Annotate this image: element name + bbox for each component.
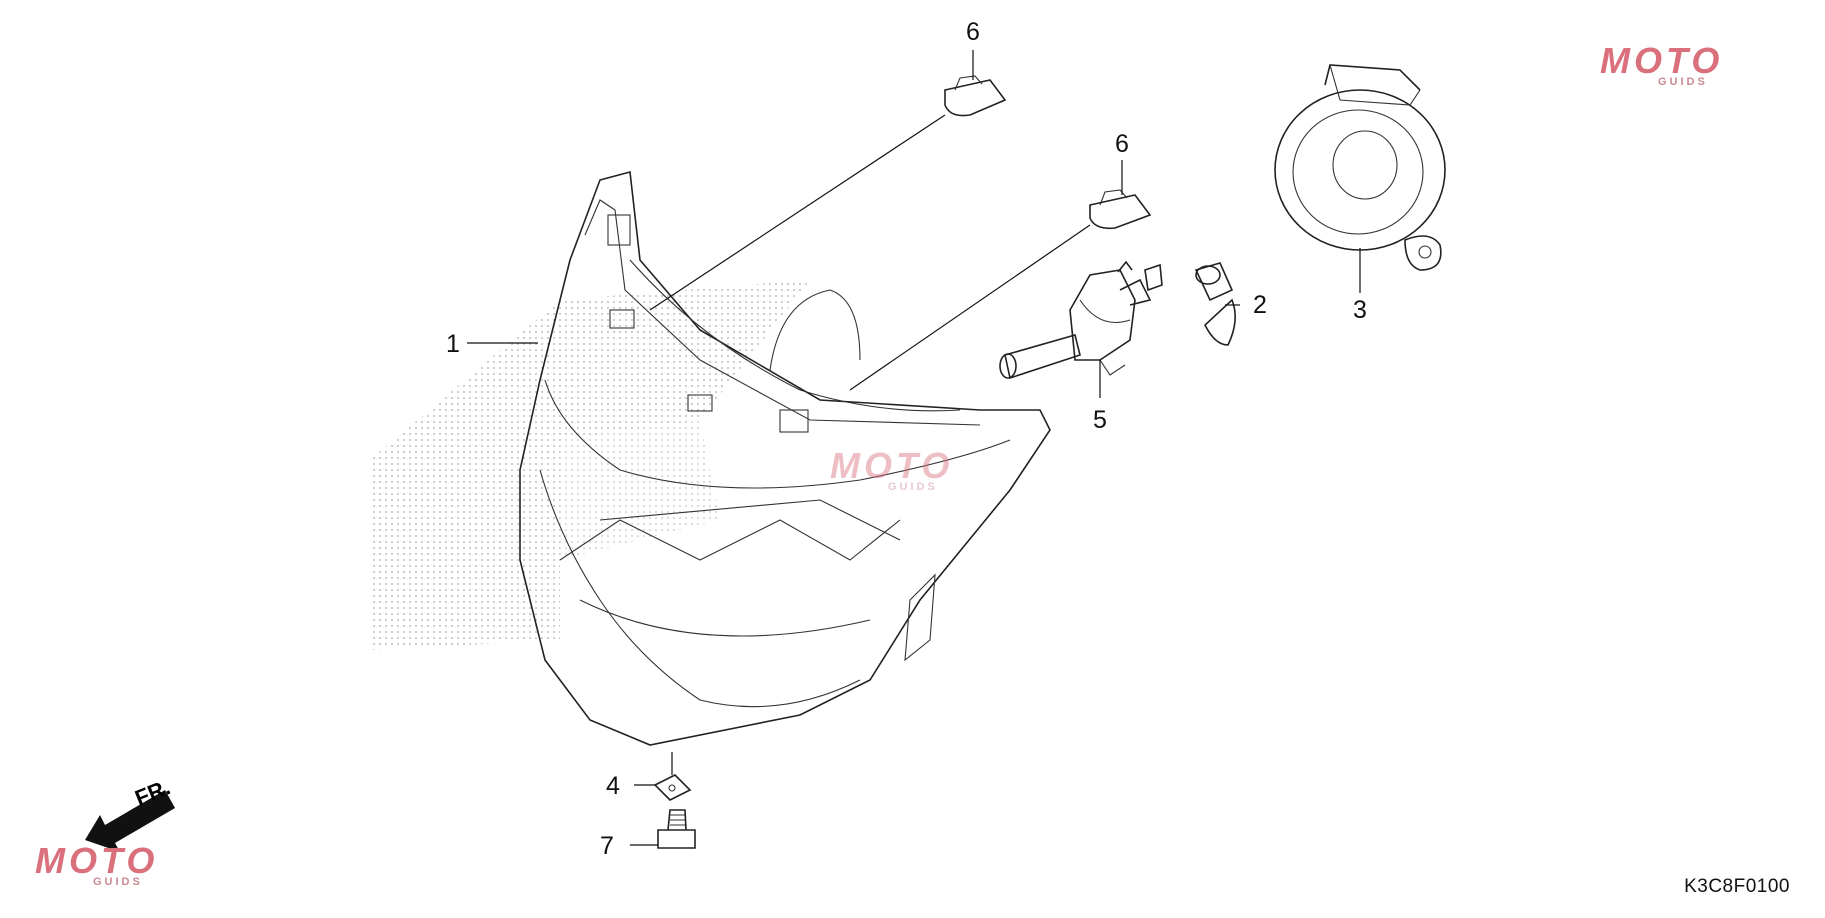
watermark-logo-bottom-left: MOTO GUIDS — [35, 840, 159, 888]
callout-7: 7 — [600, 832, 614, 860]
watermark-logo-top-right: MOTO GUIDS — [1600, 40, 1724, 88]
background-logo — [370, 280, 810, 650]
drawing-code: K3C8F0100 — [1684, 876, 1790, 897]
callout-2: 2 — [1253, 291, 1267, 319]
callout-5: 5 — [1093, 406, 1107, 434]
callout-6-lower: 6 — [1115, 130, 1129, 158]
clip-lower[interactable] — [1089, 189, 1152, 230]
clip-upper[interactable] — [944, 75, 1007, 117]
callout-6-upper: 6 — [966, 18, 980, 46]
watermark-logo-center: MOTO GUIDS — [830, 445, 954, 493]
headlight-socket-case[interactable] — [1274, 64, 1446, 271]
headlight-housing[interactable] — [519, 170, 1051, 746]
callout-4: 4 — [606, 772, 620, 800]
clip-nut[interactable] — [653, 774, 692, 801]
headlight-bulb[interactable] — [999, 260, 1163, 380]
front-direction-arrow — [85, 790, 175, 852]
callout-1: 1 — [446, 330, 460, 358]
callout-labels: 1 2 3 4 5 6 6 7 — [446, 18, 1367, 860]
bulb-cap[interactable] — [1194, 262, 1236, 346]
mounting-bolt[interactable] — [657, 809, 696, 849]
leader-lines — [467, 50, 1361, 846]
callout-3: 3 — [1353, 296, 1367, 324]
